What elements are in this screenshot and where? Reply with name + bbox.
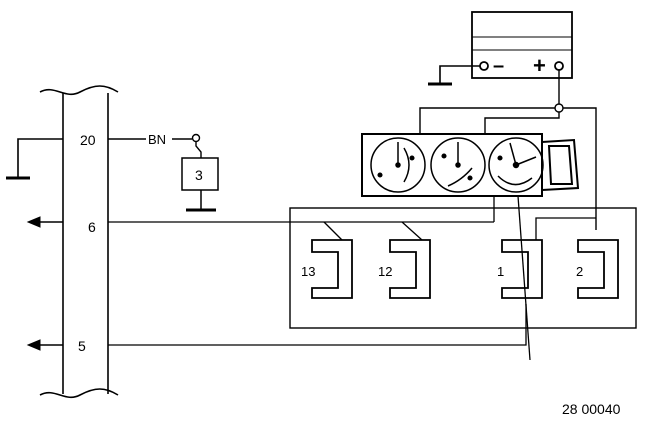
pin-20-label: 20 [80,132,96,148]
ground-symbol-left [6,138,63,180]
component-3-label: 3 [195,167,203,183]
gauge-3 [488,137,544,193]
control-unit [39,85,119,399]
wire-color-label: BN [148,132,166,147]
socket-13 [311,239,353,299]
arrow-pin-5 [26,339,63,351]
socket-12 [389,239,431,299]
socket-13-label: 13 [301,264,315,279]
socket-2-label: 2 [576,264,583,279]
signal-wiring [108,195,596,361]
arrow-pin-6 [26,216,63,228]
battery [471,11,573,79]
instrument-cluster [361,133,580,197]
gauge-2 [430,137,486,193]
battery-ground-symbol [428,65,480,86]
pin-5-label: 5 [78,338,86,354]
socket-2 [577,239,619,299]
gauge-1 [370,137,426,193]
socket-1 [501,239,543,299]
positive-feed [419,70,597,230]
socket-12-label: 12 [378,264,392,279]
figure-code: 28 00040 [562,401,621,417]
socket-block [289,207,637,329]
socket-1-label: 1 [497,264,504,279]
battery-plus-terminal: + [533,53,546,78]
pin-6-label: 6 [88,219,96,235]
bn-wire [108,133,202,158]
battery-minus-terminal: – [493,55,504,77]
component-3 [181,157,219,212]
